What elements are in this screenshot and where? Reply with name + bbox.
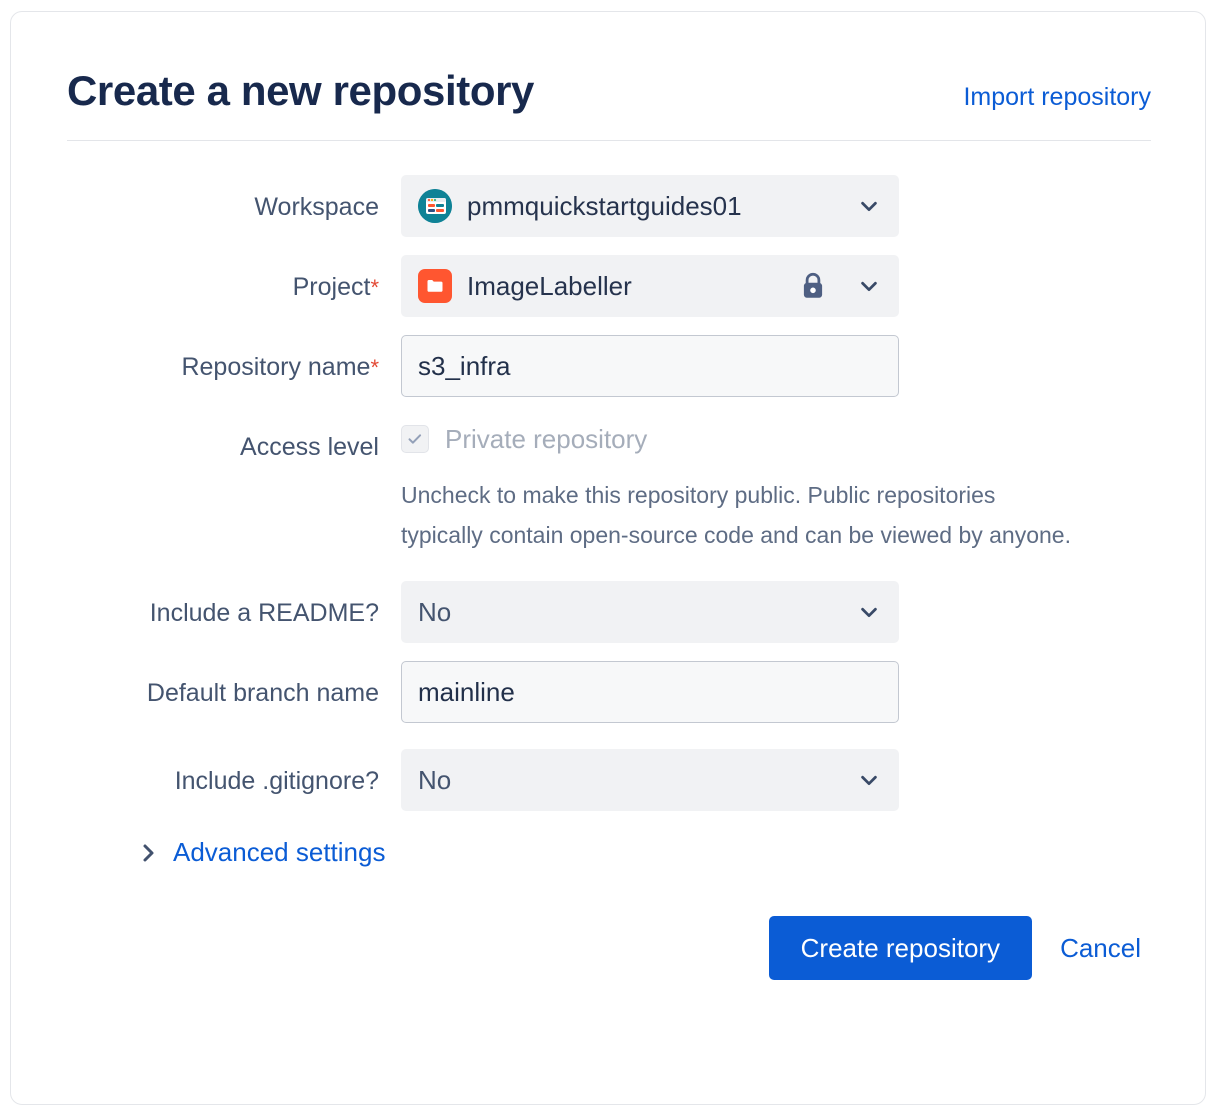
project-label: Project* <box>67 255 401 306</box>
project-row: Project* ImageLabeller <box>67 255 1151 318</box>
project-required-marker: * <box>370 275 379 301</box>
chevron-down-icon <box>858 275 880 297</box>
repository-name-label-text: Repository name <box>181 353 371 382</box>
chevron-down-icon <box>858 601 880 623</box>
workspace-label: Workspace <box>254 193 379 222</box>
create-repository-card: Create a new repository Import repositor… <box>10 11 1206 1105</box>
private-repository-checkbox-line[interactable]: Private repository <box>401 415 1151 463</box>
project-select[interactable]: ImageLabeller <box>401 255 899 318</box>
default-branch-name-label: Default branch name <box>146 679 379 708</box>
chevron-down-icon <box>858 195 880 217</box>
access-level-row: Access level Private repository Uncheck … <box>67 415 1151 555</box>
workspace-value: pmmquickstartguides01 <box>467 190 742 221</box>
include-gitignore-select[interactable]: No <box>401 749 899 812</box>
include-readme-select[interactable]: No <box>401 581 899 644</box>
chevron-down-icon <box>858 769 880 791</box>
advanced-settings-toggle[interactable]: Advanced settings <box>141 837 385 868</box>
project-value: ImageLabeller <box>467 270 632 301</box>
private-repository-checkbox[interactable] <box>401 425 429 454</box>
private-repository-label: Private repository <box>445 423 648 454</box>
card-header: Create a new repository Import repositor… <box>67 67 1151 140</box>
workspace-avatar-icon <box>418 189 452 224</box>
project-folder-icon <box>418 269 452 304</box>
page-title: Create a new repository <box>67 67 534 114</box>
create-repository-button[interactable]: Create repository <box>768 916 1033 981</box>
include-gitignore-value: No <box>418 764 452 795</box>
default-branch-name-input[interactable] <box>401 661 899 724</box>
header-divider <box>67 140 1151 142</box>
repository-name-label: Repository name* <box>67 335 401 386</box>
project-label-text: Project <box>292 273 371 302</box>
workspace-select[interactable]: pmmquickstartguides01 <box>401 175 899 238</box>
include-gitignore-row: Include .gitignore? No <box>67 749 1151 812</box>
advanced-settings-label: Advanced settings <box>173 837 386 868</box>
access-level-help-text: Uncheck to make this repository public. … <box>401 482 1071 549</box>
default-branch-name-row: Default branch name <box>67 661 1151 724</box>
repository-name-row: Repository name* <box>67 335 1151 398</box>
include-readme-label: Include a README? <box>149 599 379 628</box>
access-level-label: Access level <box>240 433 379 462</box>
cancel-button[interactable]: Cancel <box>1054 933 1147 964</box>
chevron-right-icon <box>141 842 157 864</box>
import-repository-link[interactable]: Import repository <box>963 83 1151 111</box>
repository-name-input[interactable] <box>401 335 899 398</box>
form-footer: Create repository Cancel <box>67 916 1151 981</box>
include-readme-row: Include a README? No <box>67 581 1151 644</box>
include-readme-value: No <box>418 596 452 627</box>
lock-icon <box>800 271 826 301</box>
workspace-row: Workspace <box>67 175 1151 238</box>
repository-name-required-marker: * <box>370 355 379 381</box>
create-repository-form: Workspace <box>67 175 1151 981</box>
include-gitignore-label: Include .gitignore? <box>174 767 379 796</box>
